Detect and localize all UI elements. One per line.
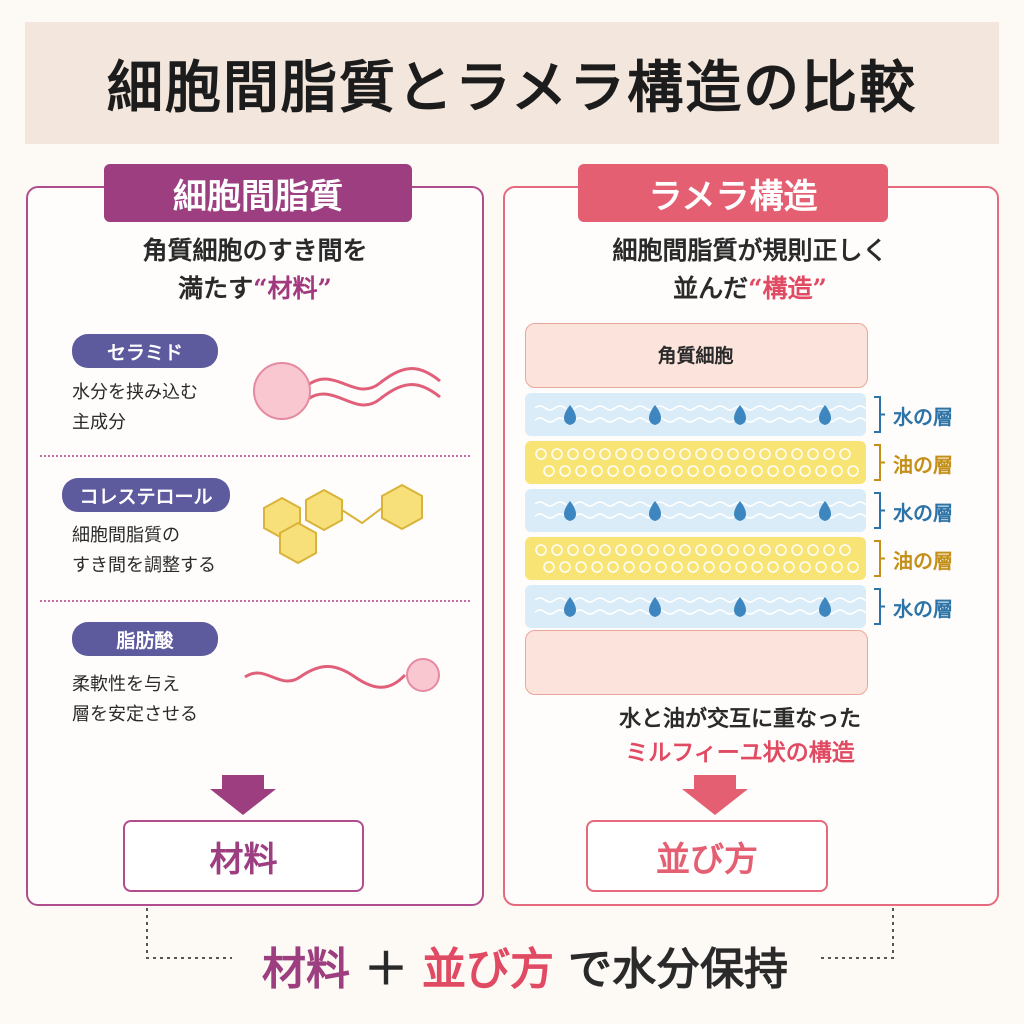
ceramide-pill: セラミド [72, 334, 218, 368]
conclusion-line: 材料 ＋ 並び方 で水分保持 [230, 935, 820, 995]
lamellar-down-arrow-icon [682, 775, 748, 815]
water-layer [525, 489, 876, 532]
lipid-down-arrow-icon [210, 775, 276, 815]
cholesterol-desc-line2: すき間を調整する [72, 555, 216, 576]
oil-layer-label: 油の層 [893, 549, 953, 573]
conclusion-material: 材料 [262, 944, 350, 995]
cholesterol-desc-line1: 細胞間脂質の [72, 525, 180, 546]
oil-layer [525, 441, 866, 484]
lamellar-desc-line1: 細胞間脂質が規則正しく [612, 236, 888, 265]
water-pattern-icon [534, 597, 876, 617]
water-drop-icon [819, 501, 831, 521]
lipid-heading: 細胞間脂質 [104, 164, 412, 222]
page-title: 細胞間脂質とラメラ構造の比較 [106, 54, 918, 121]
fatty-acid-desc-line1: 柔軟性を与え [72, 674, 180, 695]
caption-line2: ミルフィーユ状の構造 [625, 739, 855, 766]
lipid-desc-pre: 満たす [178, 274, 254, 303]
fatty-acid-desc-line2: 層を安定させる [72, 704, 198, 725]
corneocyte-label: 角質細胞 [657, 345, 734, 367]
corneocyte-bottom-layer [525, 630, 868, 695]
water-layer-label: 水の層 [893, 405, 953, 429]
lamellar-desc-line2: 並んだ“構造” [520, 270, 980, 308]
water-drop-icon [564, 405, 576, 425]
bracket-icon [874, 444, 885, 481]
water-drop-icon [649, 405, 661, 425]
lamellar-result-box: 並び方 [586, 820, 828, 892]
ceramide-molecule-icon [253, 362, 441, 420]
water-pattern-icon [534, 501, 876, 521]
water-pattern-icon [534, 405, 876, 425]
conclusion-plus: ＋ [364, 944, 408, 995]
water-drop-icon [649, 597, 661, 617]
oil-bubble-pattern-icon [535, 544, 859, 573]
lipid-desc-line1: 角質細胞のすき間を [142, 236, 368, 265]
ceramide-description: 水分を挟み込む 主成分 [72, 378, 262, 438]
lipid-result-box: 材料 [123, 820, 364, 892]
lamellar-desc-quote: “構造” [748, 274, 827, 303]
ceramide-desc-line2: 主成分 [72, 412, 126, 433]
water-drop-icon [734, 501, 746, 521]
lipid-desc-line2: 満たす“材料” [40, 270, 470, 308]
lamellar-caption: 水と油が交互に重なった ミルフィーユ状の構造 [520, 702, 960, 770]
caption-line1: 水と油が交互に重なった [618, 706, 861, 732]
cholesterol-description: 細胞間脂質の すき間を調整する [72, 521, 262, 581]
fatty-acid-description: 柔軟性を与え 層を安定させる [72, 670, 262, 730]
left-divider-1 [40, 455, 470, 457]
cholesterol-pill: コレステロール [62, 478, 230, 512]
fatty-acid-pill: 脂肪酸 [72, 622, 218, 656]
water-drop-icon [564, 597, 576, 617]
corneocyte-top-layer [525, 323, 868, 388]
lipid-desc-quote: “材料” [253, 274, 332, 303]
bracket-icon [874, 492, 885, 529]
oil-layer-label: 油の層 [893, 453, 953, 477]
bracket-icon [874, 588, 885, 625]
lamellar-description: 細胞間脂質が規則正しく 並んだ“構造” [520, 232, 980, 308]
water-layer-label: 水の層 [893, 597, 953, 621]
water-drop-icon [819, 597, 831, 617]
ceramide-desc-line1: 水分を挟み込む [72, 382, 198, 403]
lamellar-heading: ラメラ構造 [578, 164, 888, 222]
fatty-acid-molecule-icon [244, 658, 440, 692]
title-band [25, 22, 999, 144]
water-drop-icon [649, 501, 661, 521]
bracket-icon [874, 396, 885, 433]
water-drop-icon [819, 405, 831, 425]
oil-layer [525, 537, 866, 580]
conclusion-moisture: で水分保持 [568, 944, 788, 995]
left-divider-2 [40, 600, 470, 602]
water-layer [525, 585, 876, 628]
cholesterol-hexagon-icon [263, 483, 423, 565]
lamellar-desc-pre: 並んだ [673, 274, 749, 303]
water-drop-icon [564, 501, 576, 521]
water-drop-icon [734, 597, 746, 617]
lipid-description: 角質細胞のすき間を 満たす“材料” [40, 232, 470, 308]
conclusion-arrangement: 並び方 [422, 944, 554, 995]
water-layer-label: 水の層 [893, 501, 953, 525]
bracket-icon [874, 540, 885, 577]
water-drop-icon [734, 405, 746, 425]
oil-bubble-pattern-icon [535, 448, 859, 477]
water-layer [525, 393, 876, 436]
